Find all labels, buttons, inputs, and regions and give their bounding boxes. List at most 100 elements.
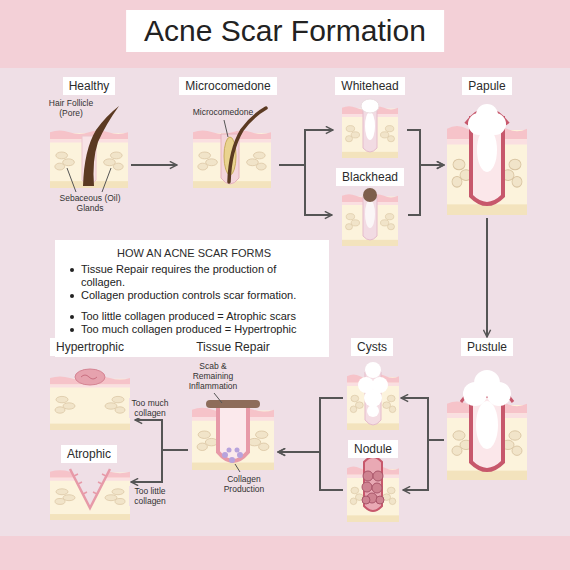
bullet-text: Collagen production controls scar format… [69,289,319,302]
stage-panel: Pustule [444,337,530,482]
drawing-part [81,375,97,379]
stage-panel: Atrophic [47,444,131,522]
drawing-part [476,104,498,126]
drawing-part [476,401,498,449]
stage-heading: Cysts [351,338,393,356]
stage-panel: Papule [444,76,530,218]
stage-panel: Blackhead [332,167,408,249]
drawing-part [363,471,373,481]
healthy-illustration [50,106,128,192]
stage-heading: Hypertrophic [50,338,130,356]
drawing-part [102,168,111,192]
stage-heading: Nodule [348,440,398,458]
drawing-part [373,471,383,481]
drawing-part [471,396,503,470]
drawing-part [222,452,228,458]
drawing-part [224,120,228,137]
top-band [0,0,570,68]
drawing-part [235,464,240,472]
drawing-part [376,496,384,504]
stage-heading: HOW AN ACNE SCAR FORMS [69,246,319,263]
edge-label: Too much collagen [129,398,171,418]
bullet-text: Tissue Repair requires the production of… [69,263,319,289]
callout-label: Scab & Remaining Inflammation [180,361,246,391]
drawing-part [362,496,370,504]
nodule-illustration [347,457,399,522]
drawing-part [237,452,243,458]
drawing-part [363,108,377,152]
flow-arrow [131,164,177,166]
stage-heading: Blackhead [336,168,404,186]
drawing-part [214,393,222,403]
edge-label: Too little collagen [129,486,171,506]
drawing-part [342,194,398,246]
drawing-part [372,483,382,493]
flow-arrow [407,130,444,165]
drawing-part [74,474,106,494]
stage-heading: Healthy [63,77,116,95]
bullet-text: Too little collagen produced = Atrophic … [69,310,319,323]
hypertrophic-illustration [50,369,130,430]
drawing-part [365,362,381,378]
stage-heading: Papule [462,77,511,95]
flow-arrow [279,165,332,215]
drawing-part [222,448,243,464]
drawing-part [75,369,105,385]
title-text: Acne Scar Formation [144,14,426,47]
drawing-part [363,188,377,202]
flow-arrow [131,450,188,482]
title-box: Acne Scar Formation [126,10,444,52]
drawing-part [206,400,260,408]
stage-panel: Whitehead [333,76,407,160]
stage-heading: Microcomedone [179,77,276,95]
drawing-part [365,200,375,228]
drawing-part [365,112,375,140]
callout-label: Collagen Production [213,474,275,494]
stage-heading: Pustule [461,338,513,356]
drawing-part [474,370,500,396]
blackhead-illustration [342,188,398,246]
stage-panel: Hypertrophic [45,337,135,432]
drawing-part [361,99,379,113]
drawing-part [218,408,248,461]
cysts-illustration [347,362,399,430]
flow-arrow [401,398,444,440]
drawing-part [67,168,111,192]
pustule-illustration [447,370,527,480]
atrophic-illustration [50,469,130,520]
stage-heading: Whitehead [335,77,404,95]
callout-label: Sebaceous (Oil) Glands [56,193,124,213]
drawing-part [67,168,76,192]
flow-arrow [408,165,444,215]
tissue-repair-illustration [192,393,274,472]
drawing-part [342,106,398,158]
stage-heading: Tissue Repair [190,338,276,356]
drawing-part [347,466,399,522]
stage-panel: Microcomedone [177,76,279,191]
drawing-part [362,482,372,492]
drawing-part [192,408,274,470]
drawing-part [229,457,235,463]
drawing-part [235,448,240,453]
drawing-part [364,389,382,407]
flow-arrow [135,420,188,450]
flow-arrow [486,218,488,337]
flow-arrow [403,440,444,490]
flow-arrow [278,452,343,490]
drawing-part [367,405,379,417]
bottom-band [0,536,570,570]
drawing-part [70,469,110,508]
drawing-part [363,196,377,240]
microcomedone-illustration [193,108,271,188]
drawing-part [83,106,119,186]
stage-panel: Cysts [343,337,401,432]
stage-heading: Atrophic [61,445,117,463]
stage-panel: Nodule [343,439,403,527]
whitehead-illustration [342,99,398,158]
drawing-part [362,471,384,504]
drawing-part [477,128,497,172]
